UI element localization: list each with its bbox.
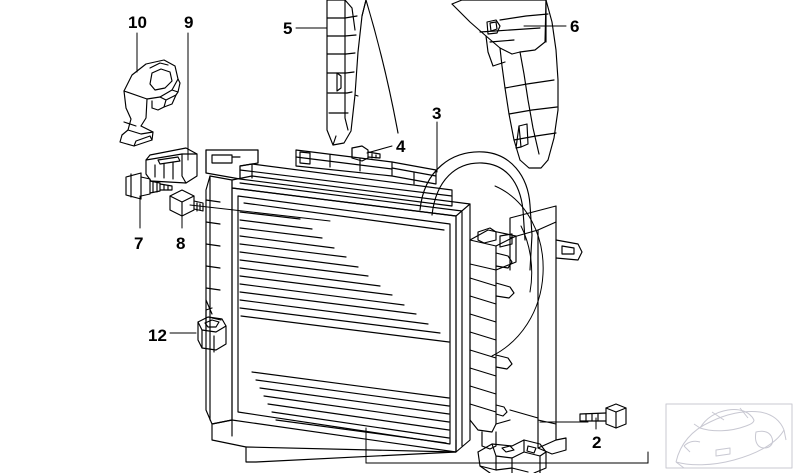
part-1-lower-bracket <box>477 439 547 473</box>
part-3-fan-cowl <box>419 151 533 271</box>
callout-7[interactable]: 7 <box>134 234 144 253</box>
cooling-fan-outline <box>491 185 544 357</box>
fan-shroud-frame <box>495 205 583 455</box>
callout-2[interactable]: 2 <box>592 433 602 452</box>
radiator-assembly <box>205 145 471 463</box>
part-10-upper-mounting-bracket <box>119 59 181 147</box>
callout-12[interactable]: 12 <box>148 326 167 345</box>
part-4-shroud-screw <box>351 145 381 162</box>
part-2-radiator-bolt <box>579 403 627 429</box>
bottom-leader-bracket <box>365 427 649 464</box>
callout-9[interactable]: 9 <box>184 13 194 32</box>
vehicle-silhouette-inset <box>665 403 793 469</box>
part-6-right-shroud-half <box>451 0 559 169</box>
part-8-hex-flange-bolt <box>169 189 204 217</box>
part-7-thermal-switch <box>125 172 173 200</box>
part-9-rubber-mount-block <box>145 147 198 184</box>
expansion-tank <box>469 227 517 450</box>
callout-10[interactable]: 10 <box>128 13 147 32</box>
leader-lines <box>136 25 597 430</box>
part-5-left-shroud-half <box>326 0 399 146</box>
callout-8[interactable]: 8 <box>176 234 186 253</box>
callout-3[interactable]: 3 <box>432 104 442 123</box>
part-12-rubber-bush <box>197 299 227 351</box>
callout-5[interactable]: 5 <box>283 19 293 38</box>
callout-6[interactable]: 6 <box>570 17 580 36</box>
callout-4[interactable]: 4 <box>396 137 406 156</box>
